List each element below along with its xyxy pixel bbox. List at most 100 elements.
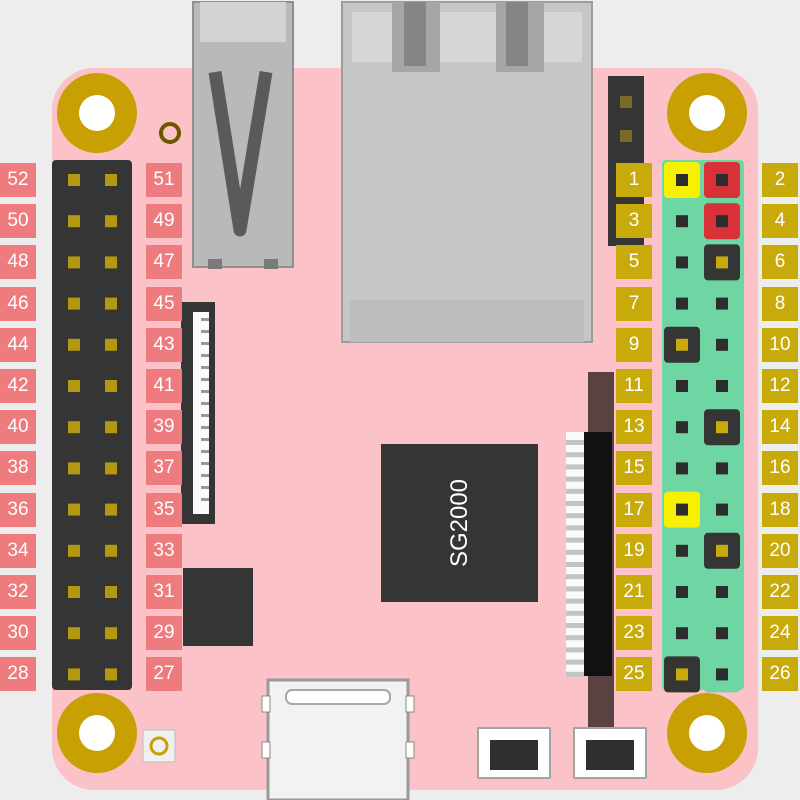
left-outer-pin-label: 32 <box>0 575 36 609</box>
small-ic <box>183 568 253 646</box>
mounting-hole-bottom-left <box>57 693 137 773</box>
header-pin-even-gnd <box>704 409 740 446</box>
left-inner-pin-label: 41 <box>146 369 182 403</box>
header-pin-even-gnd <box>704 244 740 281</box>
camera-fpc-connector <box>181 302 215 524</box>
header-pin-odd-gpio <box>664 368 700 404</box>
right-odd-pin-label: 25 <box>616 657 652 692</box>
left-outer-pin-label: 38 <box>0 451 36 486</box>
right-odd-pin-label: 7 <box>616 286 652 321</box>
header-pin-even-gpio <box>704 326 740 363</box>
left-inner-pin-label: 35 <box>146 492 182 527</box>
right-odd-pin-label: 15 <box>616 451 652 486</box>
right-odd-pin-label: 9 <box>616 327 652 362</box>
antenna-connector <box>142 729 176 763</box>
right-odd-pin-label: 3 <box>616 204 652 239</box>
left-inner-pin-label: 29 <box>146 616 182 651</box>
right-pin-header <box>662 160 744 693</box>
header-pin-even-gpio <box>704 491 740 528</box>
left-header-pin <box>68 668 80 681</box>
header-pin-odd-gpio <box>664 244 700 281</box>
left-header-pin <box>68 421 80 434</box>
right-even-pin-label: 24 <box>762 616 798 651</box>
header-pin-even-gpio <box>704 450 740 487</box>
right-odd-pin-label: 23 <box>616 616 652 651</box>
header-pin-odd-gnd <box>664 656 700 693</box>
left-inner-pin-label: 45 <box>146 286 182 321</box>
usb-a-connector <box>192 1 294 269</box>
right-even-pin-label: 10 <box>762 327 798 362</box>
mounting-hole-bottom-right <box>667 693 747 773</box>
header-pin-odd-gpio <box>664 409 700 446</box>
soc-label: SG2000 <box>446 478 473 568</box>
left-header-pin <box>68 586 80 598</box>
right-even-pin-label: 14 <box>762 410 798 445</box>
left-header-pin <box>105 297 117 310</box>
header-pin-odd-gpio <box>664 450 700 487</box>
left-outer-pin-label: 36 <box>0 492 36 527</box>
button-right[interactable] <box>573 727 647 779</box>
header-pin-even-gpio <box>704 574 740 610</box>
left-inner-pin-label: 33 <box>146 533 182 568</box>
left-outer-pin-label: 40 <box>0 410 36 445</box>
left-header-pin <box>105 215 117 228</box>
left-header-pin <box>105 380 117 392</box>
usb-c-connector <box>261 678 415 800</box>
left-inner-pin-label: 49 <box>146 204 182 239</box>
header-pin-even-gpio <box>704 285 740 322</box>
left-header-pin <box>68 627 80 640</box>
left-outer-pin-label: 42 <box>0 369 36 403</box>
header-pin-odd-gpio <box>664 574 700 610</box>
left-header-pin <box>105 174 117 186</box>
left-outer-pin-label: 34 <box>0 533 36 568</box>
left-inner-pin-label: 37 <box>146 451 182 486</box>
right-even-pin-label: 18 <box>762 492 798 527</box>
right-even-pin-label: 26 <box>762 657 798 692</box>
left-header-pin <box>105 462 117 475</box>
header-pin-even-gpio <box>704 615 740 652</box>
right-even-pin-label: 16 <box>762 451 798 486</box>
right-even-pin-label: 12 <box>762 369 798 403</box>
header-pin-even-gpio <box>704 368 740 404</box>
header-pin-even-5v <box>704 162 740 198</box>
right-even-pin-label: 2 <box>762 163 798 197</box>
left-header-pin <box>68 297 80 310</box>
left-header-pin <box>68 544 80 557</box>
left-header-pin <box>105 544 117 557</box>
left-header-pin <box>105 338 117 351</box>
left-outer-pin-label: 52 <box>0 163 36 197</box>
left-inner-pin-label: 27 <box>146 657 182 692</box>
left-header-pin <box>105 256 117 269</box>
right-even-pin-label: 20 <box>762 533 798 568</box>
ethernet-jack <box>341 1 593 343</box>
left-outer-pin-label: 46 <box>0 286 36 321</box>
right-odd-pin-label: 17 <box>616 492 652 527</box>
right-odd-pin-label: 13 <box>616 410 652 445</box>
right-even-pin-label: 6 <box>762 245 798 280</box>
left-outer-pin-label: 30 <box>0 616 36 651</box>
left-header-pin <box>105 421 117 434</box>
button-left[interactable] <box>477 727 551 779</box>
left-header-pin <box>68 503 80 516</box>
header-pin-even-gnd <box>704 532 740 569</box>
soc-chip <box>381 444 538 602</box>
fiducial-mark <box>159 122 181 144</box>
left-header-pin <box>68 215 80 228</box>
right-odd-pin-label: 5 <box>616 245 652 280</box>
header-pin-odd-gpio <box>664 285 700 322</box>
header-pin-odd-gpio <box>664 615 700 652</box>
left-header-pin <box>105 668 117 681</box>
left-header-pin <box>68 174 80 186</box>
left-header-pin <box>68 256 80 269</box>
header-pin-odd-gpio <box>664 532 700 569</box>
left-header-pin <box>68 462 80 475</box>
right-odd-pin-label: 11 <box>616 369 652 403</box>
left-header-pin <box>68 338 80 351</box>
left-pin-header <box>52 160 132 690</box>
mounting-hole-top-left <box>57 73 137 153</box>
left-header-pin <box>105 627 117 640</box>
left-outer-pin-label: 50 <box>0 204 36 239</box>
right-odd-pin-label: 19 <box>616 533 652 568</box>
